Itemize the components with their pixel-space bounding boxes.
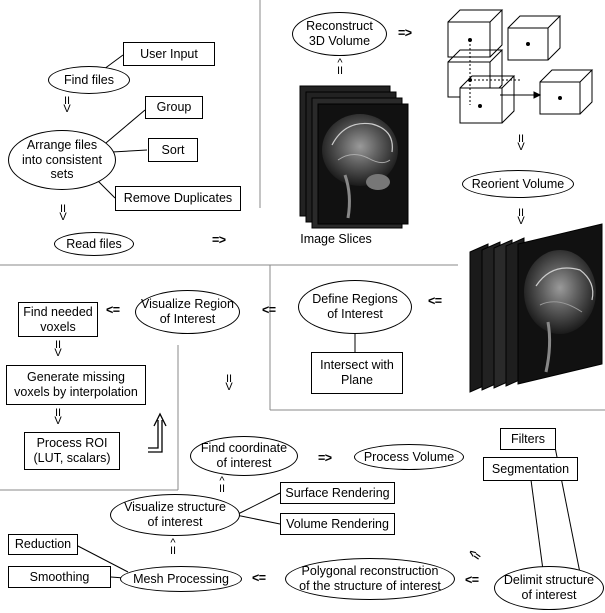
find-needed-label-1: Find needed bbox=[23, 304, 93, 319]
visualize-structure-label-2: of interest bbox=[147, 515, 203, 529]
arrow-left-to-polygonal: <= bbox=[465, 573, 479, 587]
reconstruct-label-1: Reconstruct bbox=[306, 19, 373, 34]
arrow-right-to-cubes: => bbox=[398, 26, 412, 40]
smoothing-label: Smoothing bbox=[29, 569, 90, 584]
visualize-structure-label-1: Visualize structure bbox=[124, 500, 226, 515]
intersect-label-1: Intersect with bbox=[320, 358, 394, 373]
reorient-volume-ellipse: Reorient Volume bbox=[462, 170, 574, 198]
delimit-label-2: of interest bbox=[521, 588, 577, 602]
group-label: Group bbox=[156, 100, 192, 115]
image-slices-caption: Image Slices bbox=[296, 230, 376, 248]
smoothing-box: Smoothing bbox=[8, 566, 111, 588]
arrow-up-to-visualize-structure: ^II bbox=[169, 537, 177, 557]
sort-box: Sort bbox=[148, 138, 198, 162]
filters-label: Filters bbox=[510, 431, 546, 446]
volume-cubes-illustration bbox=[447, 9, 594, 124]
find-coordinate-label-1: Find coordinate bbox=[200, 441, 288, 456]
process-roi-box: Process ROI(LUT, scalars) bbox=[24, 432, 120, 470]
find-files-ellipse: Find files bbox=[48, 66, 130, 94]
visualize-roi-label-2: of Interest bbox=[159, 312, 216, 326]
visualize-roi-label-1: Visualize Region bbox=[141, 297, 234, 312]
image-slices-illustration bbox=[299, 85, 409, 229]
segmentation-label: Segmentation bbox=[491, 461, 570, 476]
polygonal-label-1: Polygonal reconstruction bbox=[301, 564, 439, 579]
remove-duplicates-label: Remove Duplicates bbox=[123, 191, 233, 206]
define-regions-label-2: of Interest bbox=[327, 307, 383, 321]
surface-rendering-box: Surface Rendering bbox=[280, 482, 395, 504]
arrow-left-to-mesh-processing: <= bbox=[252, 571, 266, 585]
read-files-label: Read files bbox=[66, 236, 122, 251]
read-files-ellipse: Read files bbox=[54, 232, 134, 256]
section-separators bbox=[0, 0, 605, 491]
delimit-label-1: Delimit structure bbox=[503, 573, 595, 588]
find-needed-label-2: voxels bbox=[40, 319, 76, 334]
connector-lines bbox=[75, 54, 581, 579]
segmentation-box: Segmentation bbox=[483, 457, 578, 481]
polygonal-label-2: of the structure of interest bbox=[299, 579, 441, 593]
reconstruct-label-2: 3D Volume bbox=[308, 34, 371, 48]
arrow-right-read-to-slices: => bbox=[212, 233, 226, 247]
arrange-files-label-1: Arrange files bbox=[26, 137, 98, 152]
filters-box: Filters bbox=[500, 428, 556, 450]
remove-duplicates-box: Remove Duplicates bbox=[115, 186, 241, 211]
generate-missing-label-2: voxels by interpolation bbox=[14, 385, 138, 399]
find-files-label: Find files bbox=[63, 72, 115, 87]
reduction-label: Reduction bbox=[14, 537, 72, 552]
process-roi-label-1: Process ROI bbox=[36, 436, 108, 451]
arrow-up-to-find-coordinate: ^II bbox=[218, 475, 226, 495]
volume-rendering-box: Volume Rendering bbox=[280, 513, 395, 535]
arrow-right-to-process-volume: => bbox=[318, 451, 332, 465]
sort-label: Sort bbox=[161, 142, 185, 157]
arrange-files-label-3: sets bbox=[50, 167, 74, 182]
reoriented-slices-illustration bbox=[469, 223, 603, 393]
generate-missing-label-1: Generate missing bbox=[27, 370, 125, 385]
intersect-label-2: Plane bbox=[341, 373, 373, 387]
mesh-processing-label: Mesh Processing bbox=[133, 571, 229, 586]
define-regions-label-1: Define Regions bbox=[312, 292, 398, 307]
user-input-box: User Input bbox=[123, 42, 215, 66]
arrow-left-to-find-needed: <= bbox=[106, 303, 120, 317]
arrow-up-slices-to-reconstruct: ^II bbox=[336, 57, 344, 77]
reduction-box: Reduction bbox=[8, 534, 78, 555]
arrange-files-label-2: into consistent bbox=[22, 152, 102, 167]
mesh-processing-ellipse: Mesh Processing bbox=[120, 566, 242, 592]
arrow-left-to-define-regions: <= bbox=[428, 294, 442, 308]
process-volume-label: Process Volume bbox=[363, 449, 455, 464]
find-coordinate-label-2: of interest bbox=[216, 456, 272, 470]
hook-arrow bbox=[148, 412, 167, 453]
image-slices-label: Image Slices bbox=[300, 231, 372, 246]
volume-rendering-label: Volume Rendering bbox=[286, 516, 389, 531]
process-roi-label-2: (LUT, scalars) bbox=[33, 451, 111, 465]
group-box: Group bbox=[145, 96, 203, 119]
arrow-left-to-visualize-roi: <= bbox=[262, 303, 276, 317]
reorient-volume-label: Reorient Volume bbox=[471, 176, 565, 191]
user-input-label: User Input bbox=[140, 46, 198, 61]
surface-rendering-label: Surface Rendering bbox=[285, 485, 390, 500]
process-volume-ellipse: Process Volume bbox=[354, 444, 464, 470]
